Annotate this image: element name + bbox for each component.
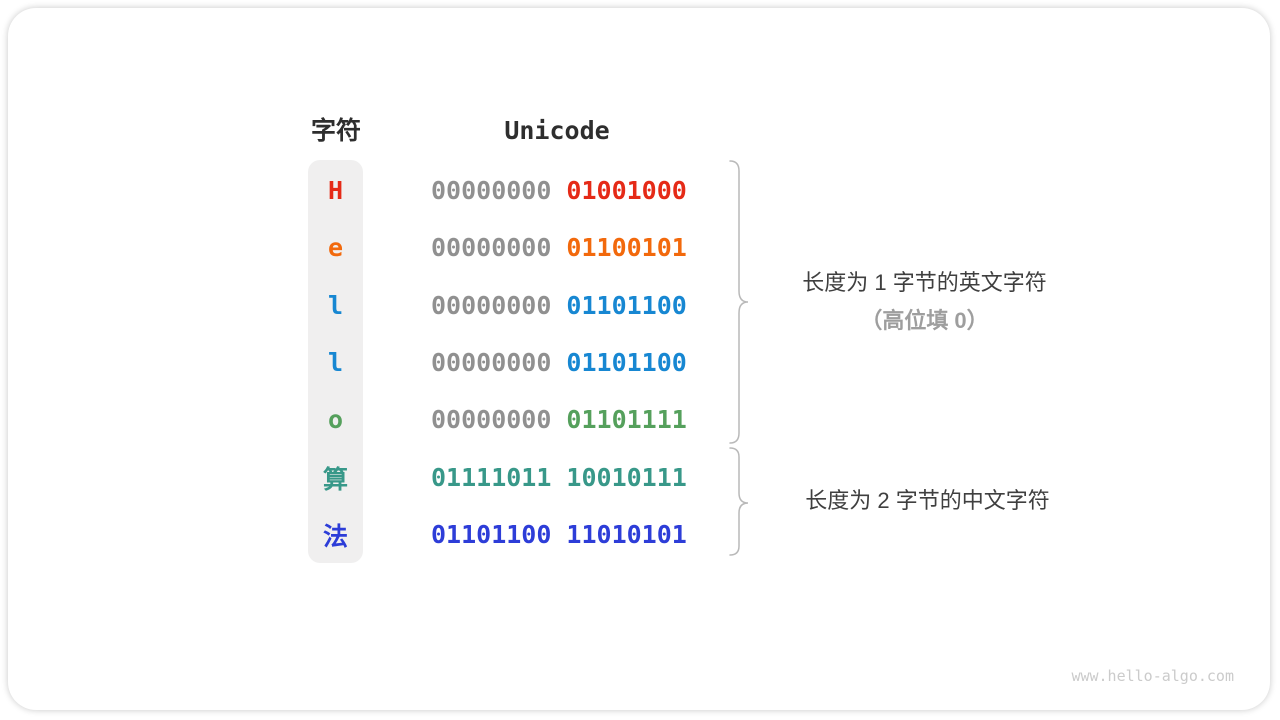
byte-low: 10010111 [566, 463, 687, 492]
byte-low: 01101100 [566, 348, 687, 377]
brace-chinese-group [729, 447, 749, 556]
byte-high: 00000000 [431, 291, 552, 320]
annotation-english: 长度为 1 字节的英文字符 （高位填 0） [757, 264, 1092, 340]
byte-low: 01100101 [566, 233, 687, 262]
watermark: www.hello-algo.com [1071, 667, 1234, 685]
column-header-char: 字符 [310, 117, 361, 145]
annotation-english-line2: （高位填 0） [860, 308, 989, 333]
char-column-background [308, 160, 363, 563]
byte-low: 11010101 [566, 520, 687, 549]
char-cell: 法 [322, 521, 348, 551]
char-cell: 算 [322, 464, 348, 494]
annotation-chinese: 长度为 2 字节的中文字符 [755, 487, 1100, 515]
char-cell: l [327, 348, 344, 377]
byte-high: 00000000 [431, 405, 552, 434]
column-header-unicode: Unicode [504, 116, 610, 145]
byte-high: 00000000 [431, 176, 552, 205]
annotation-chinese-line1: 长度为 2 字节的中文字符 [805, 488, 1050, 513]
byte-high: 01101100 [431, 520, 552, 549]
char-cell: H [327, 176, 344, 205]
byte-high: 00000000 [431, 233, 552, 262]
char-cell: e [327, 233, 344, 262]
table-row: e 00000000 01100101 [308, 219, 687, 276]
char-cell: l [327, 291, 344, 320]
byte-low: 01001000 [566, 176, 687, 205]
table-row: o 00000000 01101111 [308, 391, 687, 448]
brace-english-group [729, 160, 749, 444]
byte-high: 00000000 [431, 348, 552, 377]
annotation-english-line1: 长度为 1 字节的英文字符 [802, 270, 1047, 295]
table-row: H 00000000 01001000 [308, 162, 687, 219]
table-row: l 00000000 01101100 [308, 277, 687, 334]
byte-low: 01101111 [566, 405, 687, 434]
char-cell: o [327, 405, 344, 434]
figure-card [8, 8, 1270, 710]
table-row: l 00000000 01101100 [308, 334, 687, 391]
byte-high: 01111011 [431, 463, 552, 492]
byte-low: 01101100 [566, 291, 687, 320]
table-row: 法 01101100 11010101 [308, 506, 687, 563]
table-row: 算 01111011 10010111 [308, 449, 687, 506]
